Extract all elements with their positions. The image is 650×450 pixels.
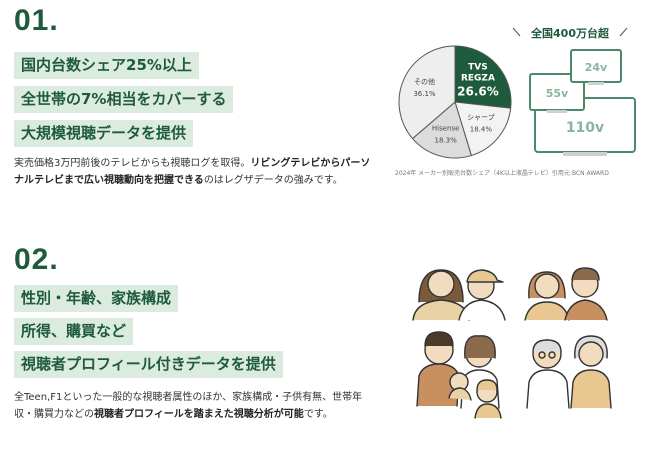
desc-01-bold: リビングテレビからパーソナルテレビまで広い視聴動向を把握できる <box>14 158 371 186</box>
person-father-icon <box>416 331 460 407</box>
pie-chart <box>398 45 512 159</box>
pie-slice-0 <box>454 45 512 109</box>
pie-label-0-1: REGZA <box>461 73 495 83</box>
badge-slash-left <box>512 27 521 37</box>
person-man-2-icon <box>564 267 608 321</box>
person-man-cap-icon <box>458 269 506 321</box>
tv-55v: 55v <box>529 73 585 113</box>
pie-value-1: 18.4% <box>470 125 493 133</box>
person-grandmother-icon <box>570 335 612 409</box>
tv-55v-label: 55v <box>546 87 569 100</box>
section-01-description: 実売価格3万円前後のテレビからも視聴ログを取得。リビングテレビからパーソナルテレ… <box>14 155 374 189</box>
pie-slice-2 <box>411 101 473 159</box>
desc-02-text-2: です。 <box>303 409 333 420</box>
chart-caption: 2024年 メーカー別販売台数シェア（4K以上液晶テレビ）引用元:BCN AWA… <box>395 170 609 177</box>
person-baby-icon <box>448 372 472 401</box>
highlight-demographics: 性別・年齢、家族構成 <box>14 285 179 312</box>
person-woman-icon <box>412 269 470 321</box>
person-woman-2-icon <box>524 271 570 321</box>
desc-02-bold: 視聴者プロフィールを踏まえた視聴分析が可能 <box>94 409 304 420</box>
pie-label-1-0: シャープ <box>467 113 495 121</box>
tv-24v: 24v <box>570 49 622 85</box>
highlight-coverage: 全世帯の7%相当をカバーする <box>14 86 234 113</box>
pie-value-3: 36.1% <box>413 90 436 98</box>
pie-label-0-0: TVS <box>468 62 488 72</box>
highlight-income: 所得、購買など <box>14 318 134 345</box>
highlight-profile-data: 視聴者プロフィール付きデータを提供 <box>14 351 283 378</box>
pie-value-0: 26.6% <box>457 84 499 98</box>
pie-value-2: 18.3% <box>435 136 458 144</box>
person-child-icon <box>474 379 502 419</box>
highlight-large-data: 大規模視聴データを提供 <box>14 120 194 147</box>
tv-24v-label: 24v <box>585 61 608 74</box>
tv-110v-label: 110v <box>566 120 604 136</box>
badge-slash-right <box>619 27 628 37</box>
pie-label-3-0: その他 <box>414 77 435 86</box>
pie-label-2-0: Hisense <box>432 124 460 132</box>
section-number-02: 02. <box>14 243 59 276</box>
badge-text: 全国400万台超 <box>530 26 610 40</box>
pie-slice-3 <box>398 45 456 140</box>
people-illustration <box>412 267 612 419</box>
highlight-share: 国内台数シェア25%以上 <box>14 52 199 79</box>
section-number-01: 01. <box>14 4 59 37</box>
pie-slice-1 <box>454 101 512 157</box>
section-02-description: 全Teen,F1といった一般的な視聴者属性のほか、家族構成・子供有無、世帯年収・… <box>14 389 374 423</box>
person-grandfather-icon <box>526 339 570 409</box>
desc-01-text-2: のはレグザデータの強みです。 <box>203 175 343 186</box>
desc-01-text-1: 実売価格3万円前後のテレビからも視聴ログを取得。 <box>14 158 251 169</box>
desc-02-text-1: 全Teen,F1といった一般的な視聴者属性のほか、家族構成・子供有無、世帯年収・… <box>14 392 363 420</box>
